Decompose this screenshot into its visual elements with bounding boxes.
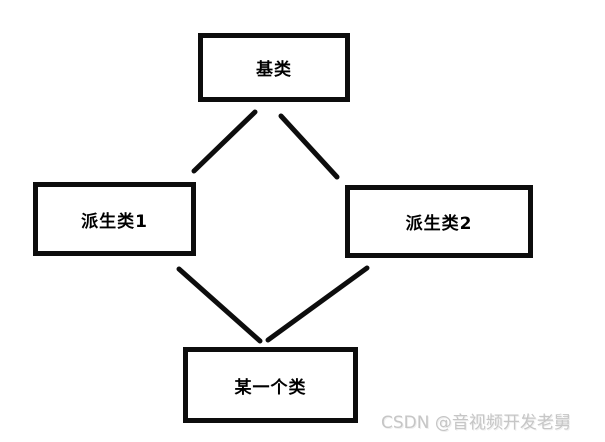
- node-base-class: 基类: [198, 33, 350, 102]
- node-derived-class-2: 派生类2: [345, 185, 533, 258]
- node-derived-class-2-label: 派生类2: [405, 214, 473, 234]
- edge-derived1-some: [176, 266, 263, 344]
- edge-base-derived1: [191, 109, 258, 174]
- edge-base-derived2: [278, 113, 340, 180]
- watermark: CSDN @音视频开发老舅: [381, 413, 571, 433]
- node-some-class: 某一个类: [183, 347, 358, 423]
- node-base-class-label: 基类: [256, 60, 292, 80]
- node-derived-class-1: 派生类1: [33, 182, 196, 256]
- edge-derived2-some: [265, 265, 370, 343]
- node-derived-class-1-label: 派生类1: [81, 211, 148, 232]
- node-some-class-label: 某一个类: [234, 377, 307, 398]
